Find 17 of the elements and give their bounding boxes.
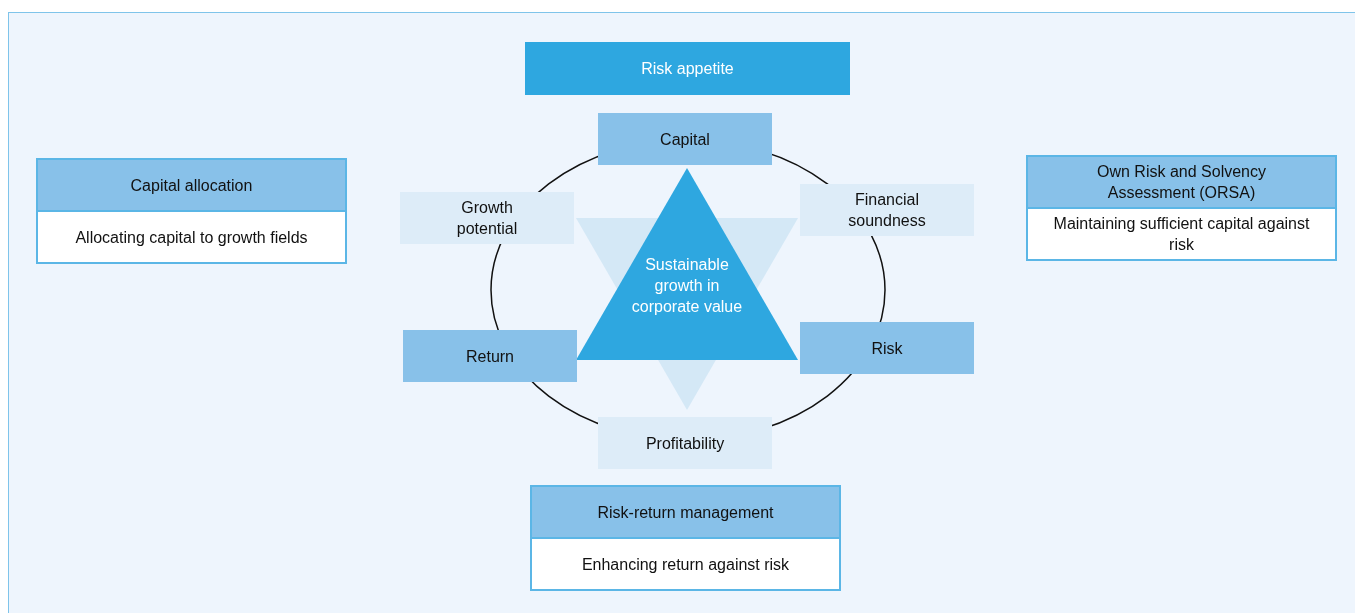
label-box: Return <box>403 330 577 382</box>
label-box: Profitability <box>598 417 772 469</box>
label-box: Risk <box>800 322 974 374</box>
info-card <box>530 485 841 591</box>
card-description: Maintaining sufficient capital against risk <box>1052 214 1311 255</box>
card-description: Allocating capital to growth fields <box>74 227 309 248</box>
card-description: Enhancing return against risk <box>580 554 791 575</box>
card-header: Risk-return management <box>532 487 839 539</box>
card-header: Own Risk and Solvency Assessment (ORSA) <box>1028 157 1335 209</box>
label-box: Growth potential <box>400 192 574 244</box>
label-box: Capital <box>598 113 772 165</box>
info-card <box>1026 155 1337 261</box>
label-box: Risk appetite <box>525 42 850 95</box>
info-card <box>36 158 347 264</box>
card-header: Capital allocation <box>38 160 345 212</box>
center-text: Sustainable growth in corporate value <box>630 255 744 317</box>
label-box: Financial soundness <box>800 184 974 236</box>
